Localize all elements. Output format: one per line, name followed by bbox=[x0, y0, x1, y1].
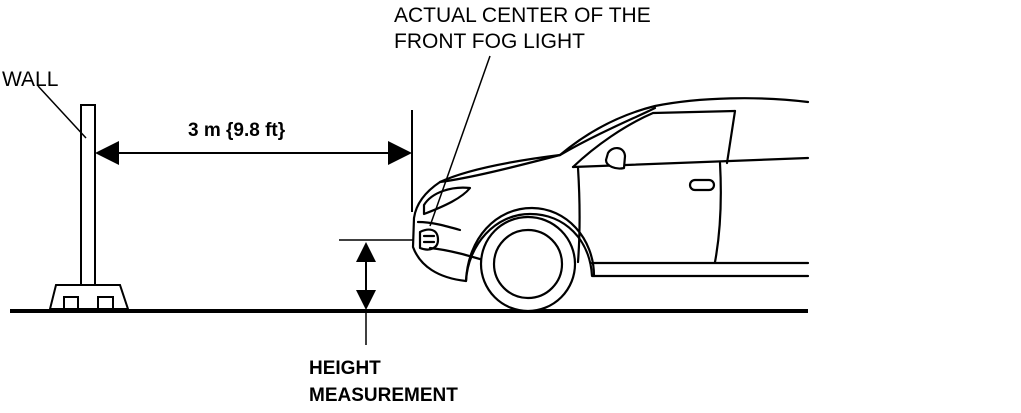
height-arrow-up bbox=[356, 242, 376, 262]
front-fog-light bbox=[418, 228, 440, 251]
fog-light-label-line2: FRONT FOG LIGHT bbox=[394, 30, 585, 53]
side-mirror bbox=[604, 147, 627, 170]
height-label-line1: HEIGHT bbox=[309, 358, 381, 379]
height-label-line2: MEASUREMENT bbox=[309, 385, 458, 406]
wall-label: WALL bbox=[2, 68, 58, 91]
car bbox=[411, 97, 810, 313]
fog-light-label-line1: ACTUAL CENTER OF THE bbox=[394, 4, 651, 27]
distance-dimension bbox=[95, 110, 413, 212]
door-handle bbox=[688, 178, 716, 192]
wall-leader-line bbox=[37, 85, 87, 139]
height-arrow-down bbox=[356, 290, 376, 310]
distance-label: 3 m {9.8 ft} bbox=[188, 120, 286, 141]
height-dimension bbox=[339, 239, 420, 345]
distance-arrow-right bbox=[388, 141, 412, 165]
fog-light-leader-line bbox=[429, 55, 491, 227]
wall-post bbox=[48, 104, 130, 310]
front-wheel-rim bbox=[492, 228, 564, 300]
car-body-outline bbox=[411, 97, 810, 283]
distance-arrow-left bbox=[95, 141, 119, 165]
